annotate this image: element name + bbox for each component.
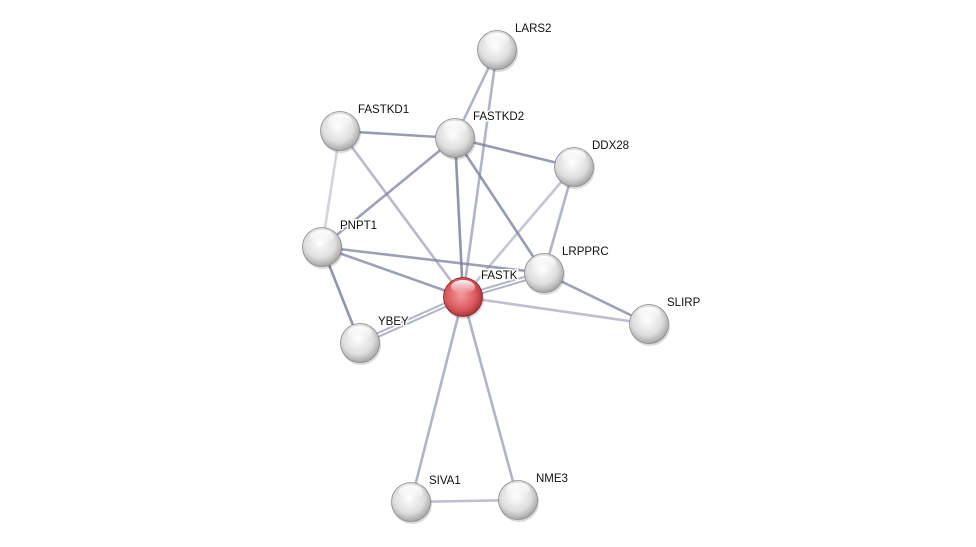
- node-highlight: [506, 483, 530, 497]
- node-lrpprc[interactable]: LRPPRC: [524, 245, 610, 295]
- node-label: SLIRP: [667, 297, 701, 309]
- edge-fastkd2-lrpprc[interactable]: [453, 137, 546, 274]
- node-label: LRPPRC: [562, 246, 609, 258]
- node-highlight: [451, 280, 475, 294]
- node-label: PNPT1: [340, 220, 377, 232]
- node-pnpt1[interactable]: PNPT1: [302, 219, 379, 269]
- node-fastkd2[interactable]: FASTKD2: [435, 110, 526, 160]
- edge-fastkd2-fastk[interactable]: [453, 137, 465, 298]
- node-ddx28[interactable]: DDX28: [554, 139, 631, 189]
- node-label: LARS2: [515, 23, 551, 35]
- edge-fastkd1-fastk[interactable]: [338, 130, 465, 298]
- node-highlight: [310, 230, 334, 244]
- node-highlight: [532, 256, 556, 270]
- node-highlight: [443, 121, 467, 135]
- edge-ddx28-fastk[interactable]: [462, 166, 575, 298]
- node-ybey[interactable]: YBEY: [340, 315, 411, 365]
- edge-fastkd2-pnpt1[interactable]: [321, 136, 456, 249]
- node-nme3[interactable]: NME3: [498, 472, 569, 522]
- edge-fastkd2-ddx28[interactable]: [454, 136, 575, 169]
- edge-fastk-slirp[interactable]: [462, 295, 650, 326]
- node-highlight: [485, 33, 509, 47]
- node-label: FASTKD1: [358, 104, 409, 116]
- node-slirp[interactable]: SLIRP: [629, 296, 702, 346]
- node-highlight: [399, 485, 423, 499]
- node-label: YBEY: [378, 316, 409, 328]
- node-highlight: [328, 114, 352, 128]
- node-label: NME3: [536, 473, 568, 485]
- edge-lars2-fastk[interactable]: [461, 49, 499, 298]
- node-siva1[interactable]: SIVA1: [391, 474, 462, 524]
- node-fastk[interactable]: FASTK: [443, 269, 519, 319]
- node-label: SIVA1: [429, 475, 461, 487]
- node-highlight: [637, 307, 661, 321]
- node-highlight: [348, 326, 372, 340]
- edge-fastk-siva1[interactable]: [409, 296, 465, 503]
- node-label: FASTKD2: [473, 111, 524, 123]
- edge-pnpt1-lrpprc[interactable]: [321, 245, 545, 275]
- node-highlight: [562, 150, 586, 164]
- node-label: FASTK: [481, 270, 518, 282]
- node-label: DDX28: [592, 140, 629, 152]
- edge-fastk-nme3[interactable]: [461, 296, 520, 501]
- node-lars2[interactable]: LARS2: [477, 22, 553, 72]
- node-fastkd1[interactable]: FASTKD1: [320, 103, 411, 153]
- edge-pnpt1-fastk[interactable]: [321, 245, 464, 299]
